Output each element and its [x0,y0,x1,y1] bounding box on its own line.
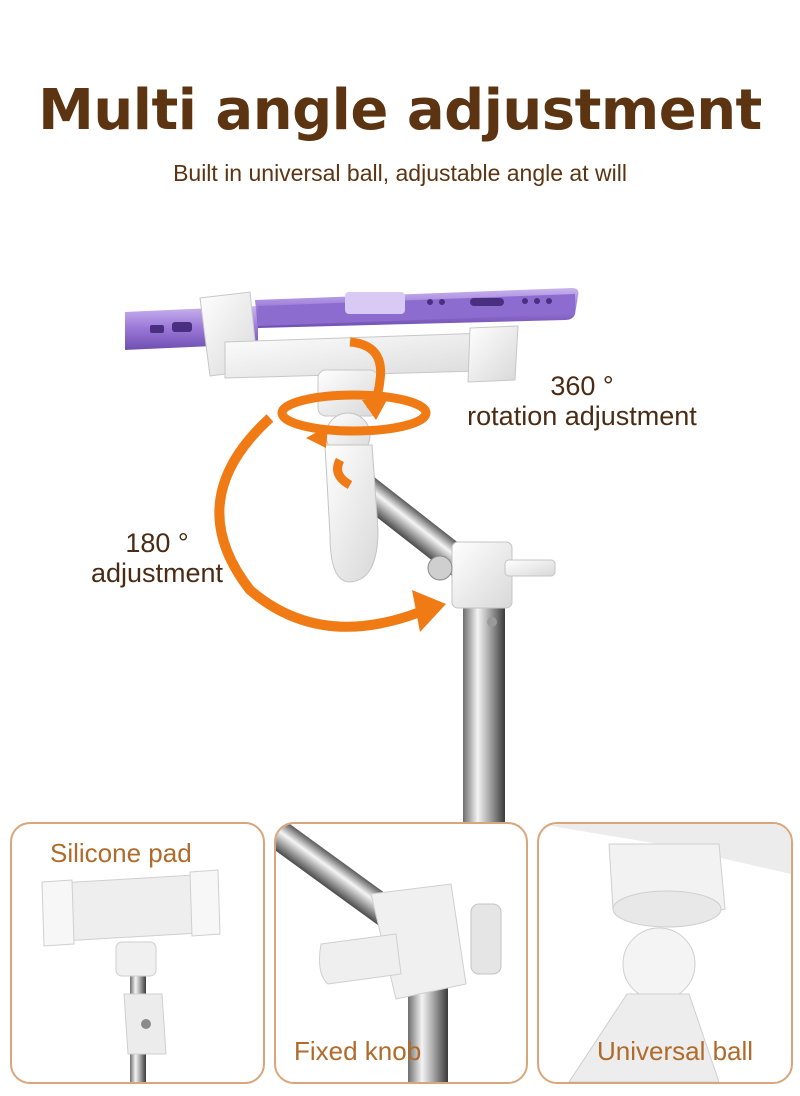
fixed-knob-image [276,824,502,1082]
detail-panel-fixed-knob: Fixed knob [274,822,528,1084]
page-title: Multi angle adjustment [38,78,762,143]
adjust-180-label: 180 ° adjustment [82,528,232,588]
product-hero-image [125,288,579,830]
panel-label-fixed-knob: Fixed knob [294,1036,422,1066]
rotation-360-text: rotation adjustment [467,401,697,431]
silicone-pad-image [41,869,221,1082]
page-subtitle: Built in universal ball, adjustable angl… [173,160,627,186]
adjust-180-degree: 180 ° [125,528,189,558]
adjust-180-text: adjustment [90,558,224,588]
panel-label-silicone-pad: Silicone pad [50,838,192,868]
universal-ball-image [539,824,791,1082]
panel-label-universal-ball: Universal ball [597,1036,754,1066]
rotation-360-degree: 360 ° [550,371,614,401]
rotation-360-label: 360 ° rotation adjustment [454,371,710,431]
detail-panel-silicone-pad: Silicone pad [10,822,265,1084]
detail-panel-universal-ball: Universal ball [537,822,793,1084]
